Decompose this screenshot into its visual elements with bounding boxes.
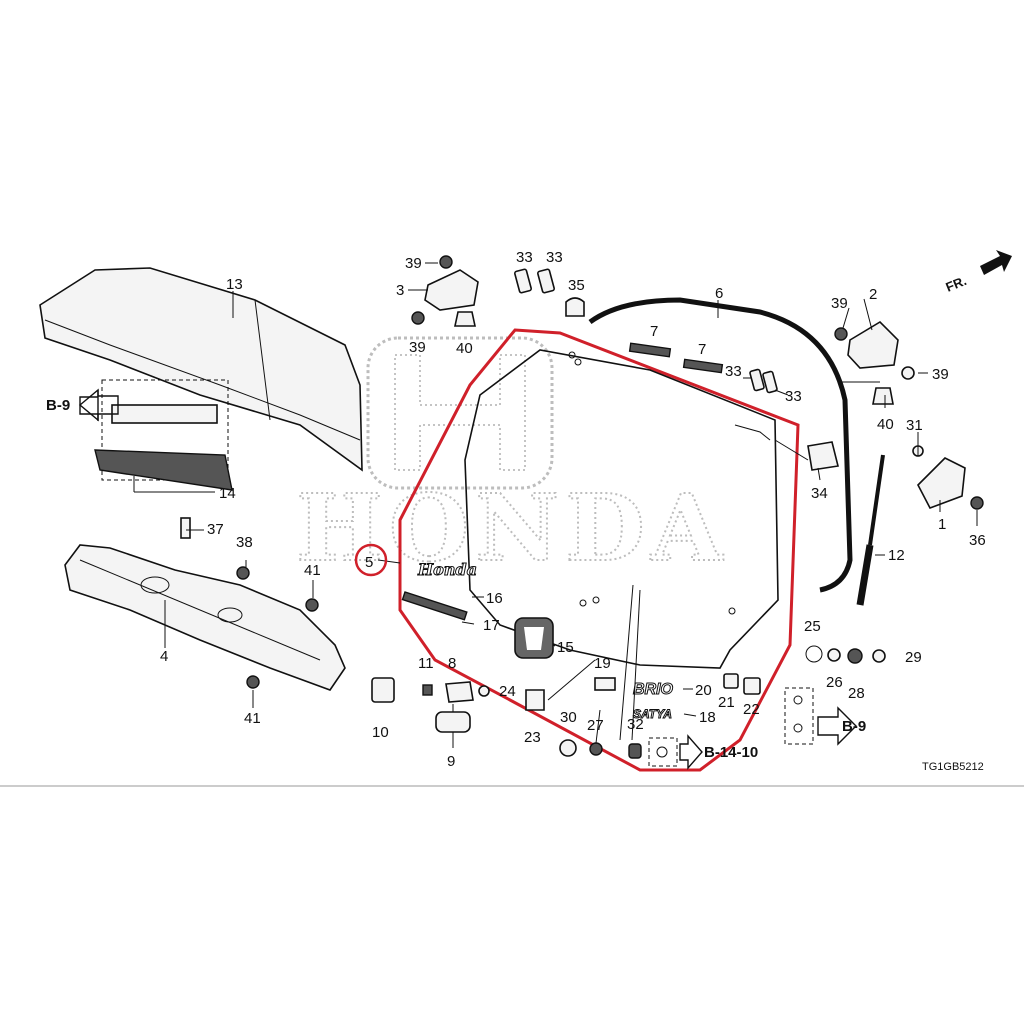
callout-33d: 33 [785,388,802,405]
badge-e-part [723,673,739,689]
small-parts [180,517,886,767]
callout-13: 13 [226,276,243,293]
callout-23: 23 [524,729,541,746]
callout-39d: 39 [932,366,949,383]
callout-40a: 40 [456,340,473,357]
callout-29: 29 [905,649,922,666]
ref-label-b9-left: B-9 [46,397,70,414]
bracket-1 [917,457,966,509]
callout-21: 21 [718,694,735,711]
ref-b9-left: B-9 [46,388,119,422]
callout-39b: 39 [409,339,426,356]
callout-5-highlight [354,543,388,577]
callout-11: 11 [418,655,434,672]
rear-panel-part [64,544,346,691]
weatherstrip-part [588,297,853,593]
garnish-strip [401,591,468,621]
callout-8: 8 [448,655,456,672]
callout-33b: 33 [546,249,563,266]
leader-lines [133,262,978,748]
callout-34: 34 [811,485,828,502]
callout-22: 22 [743,701,760,718]
front-direction-indicator: FR. [944,250,1012,295]
callout-3: 3 [396,282,404,299]
callout-27: 27 [587,717,604,734]
svg-text:BRIO: BRIO [633,681,674,698]
callout-30: 30 [560,709,577,726]
callout-36: 36 [969,532,986,549]
callout-15: 15 [557,639,574,656]
callout-16: 16 [486,590,503,607]
callout-18: 18 [699,709,716,726]
ref-label-b9-right: B-9 [842,718,866,735]
label-plate [594,677,616,691]
callout-20: 20 [695,682,712,699]
badge-v-part [743,677,761,695]
callout-39c: 39 [831,295,848,312]
callout-19: 19 [594,655,611,672]
callout-39a: 39 [405,255,422,272]
honda-watermark: HONDA [295,336,728,583]
svg-text:Honda: Honda [417,560,477,579]
callout-32: 32 [627,716,644,733]
garnish-assembly [94,379,233,491]
tailgate-highlight [398,328,800,772]
tailgate-glass [464,349,779,669]
callout-17: 17 [483,617,500,634]
ref-b14: B-14-10 [679,734,758,770]
callout-31: 31 [906,417,923,434]
callout-14: 14 [219,485,236,502]
svg-text:SATYA: SATYA [633,707,672,721]
emblem-honda: Honda [417,560,478,580]
callout-40b: 40 [877,416,894,433]
callout-25: 25 [804,618,821,635]
callout-12: 12 [888,547,905,564]
front-direction-label: FR. [944,273,969,295]
callout-38: 38 [236,534,253,551]
callout-6: 6 [715,285,723,302]
callout-2: 2 [869,286,877,303]
callout-7a: 7 [650,323,658,340]
watermark-text: HONDA [296,474,728,582]
satya-emblem: SATYA [633,707,673,722]
callout-24: 24 [499,683,516,700]
bumper-stop-34 [807,441,839,471]
gas-strut [856,454,885,606]
h-logo-emblem [514,617,554,659]
callout-7b: 7 [698,341,706,358]
callout-33c: 33 [725,363,742,380]
ref-label-b14: B-14-10 [704,744,758,761]
callout-5: 5 [365,554,373,571]
hinge-left [411,255,479,327]
callout-33a: 33 [516,249,533,266]
clips-top [514,268,778,394]
callout-4: 4 [160,648,168,665]
callout-41b: 41 [244,710,261,727]
hinge-right [834,320,915,405]
callout-26: 26 [826,674,843,691]
callout-41a: 41 [304,562,321,579]
callout-35: 35 [568,277,585,294]
callout-28: 28 [848,685,865,702]
spoiler-part [39,267,363,472]
callout-10: 10 [372,724,389,741]
callout-37: 37 [207,521,224,538]
callout-9: 9 [447,753,455,770]
ref-b9-right: B-9 [817,706,866,746]
brio-emblem: BRIO [633,681,675,699]
callout-labels: 1 2 3 4 5 6 7 7 8 9 10 11 12 13 14 15 16… [160,249,986,770]
drawing-code: TG1GB5212 [922,761,984,773]
callout-1: 1 [938,516,946,533]
